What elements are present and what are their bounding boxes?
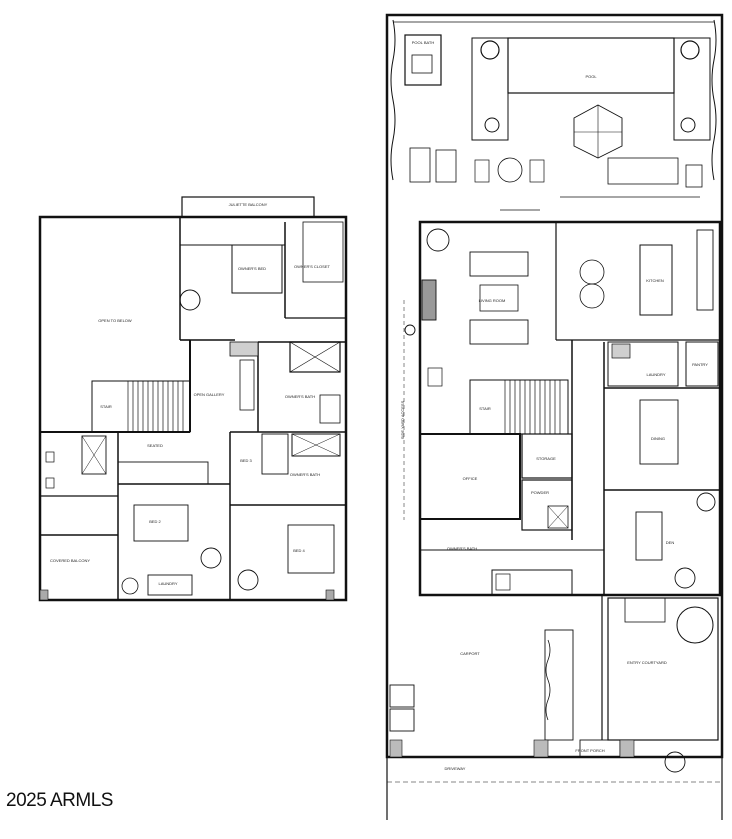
pantry-label: PANTRY <box>692 362 708 367</box>
covered-balcony-label: COVERED BALCONY <box>50 558 90 563</box>
side-yard-access-label: SIDE YARD ACCESS <box>400 400 405 439</box>
copyright-watermark: 2025 ARMLS <box>6 790 113 811</box>
pool-bath-label: POOL BATH <box>412 40 435 45</box>
pool-label: POOL <box>585 74 597 79</box>
storage-label: STORAGE <box>536 456 556 461</box>
owners-bath2-label: OWNER'S BATH <box>290 472 320 477</box>
main-floor-labels: POOL BATH POOL SIDE YARD ACCESS LIVING R… <box>400 40 708 771</box>
powder-label: POWDER <box>531 490 549 495</box>
juliette-balcony-label: JULIETTE BALCONY <box>229 202 268 207</box>
bed4-label: BED 4 <box>293 548 305 553</box>
upper-stair-label: STAIR <box>100 404 112 409</box>
seated-label: SEATED <box>147 443 163 448</box>
upper-floor-labels: JULIETTE BALCONY OPEN TO BELOW STAIR OWN… <box>50 202 330 586</box>
main-floor-plan <box>385 13 724 820</box>
open-to-below-label: OPEN TO BELOW <box>98 318 132 323</box>
front-porch-label: FRONT PORCH <box>575 748 604 753</box>
dining-label: DINING <box>651 436 665 441</box>
owners-bed-label: OWNER'S BED <box>238 266 266 271</box>
gallery-label: OPEN GALLERY <box>194 392 225 397</box>
main-owners-bath-label: OWNER'S BATH <box>447 546 477 551</box>
bed2-label: BED 2 <box>149 519 161 524</box>
bed3-label: BED 3 <box>240 458 252 463</box>
carport-label: CARPORT <box>460 651 480 656</box>
owners-closet-label: OWNER'S CLOSET <box>294 264 330 269</box>
upper-floor-plan <box>38 196 348 602</box>
living-room-label: LIVING ROOM <box>479 298 506 303</box>
kitchen-label: KITCHEN <box>646 278 664 283</box>
office-label: OFFICE <box>463 476 478 481</box>
owners-bath-label: OWNER'S BATH <box>285 394 315 399</box>
main-laundry-label: LAUNDRY <box>646 372 665 377</box>
main-stair-label: STAIR <box>479 406 491 411</box>
driveway-label: DRIVEWAY <box>445 766 466 771</box>
laundry-label: LAUNDRY <box>158 581 177 586</box>
den-label: DEN <box>666 540 675 545</box>
entry-courtyard-label: ENTRY COURTYARD <box>627 660 667 665</box>
